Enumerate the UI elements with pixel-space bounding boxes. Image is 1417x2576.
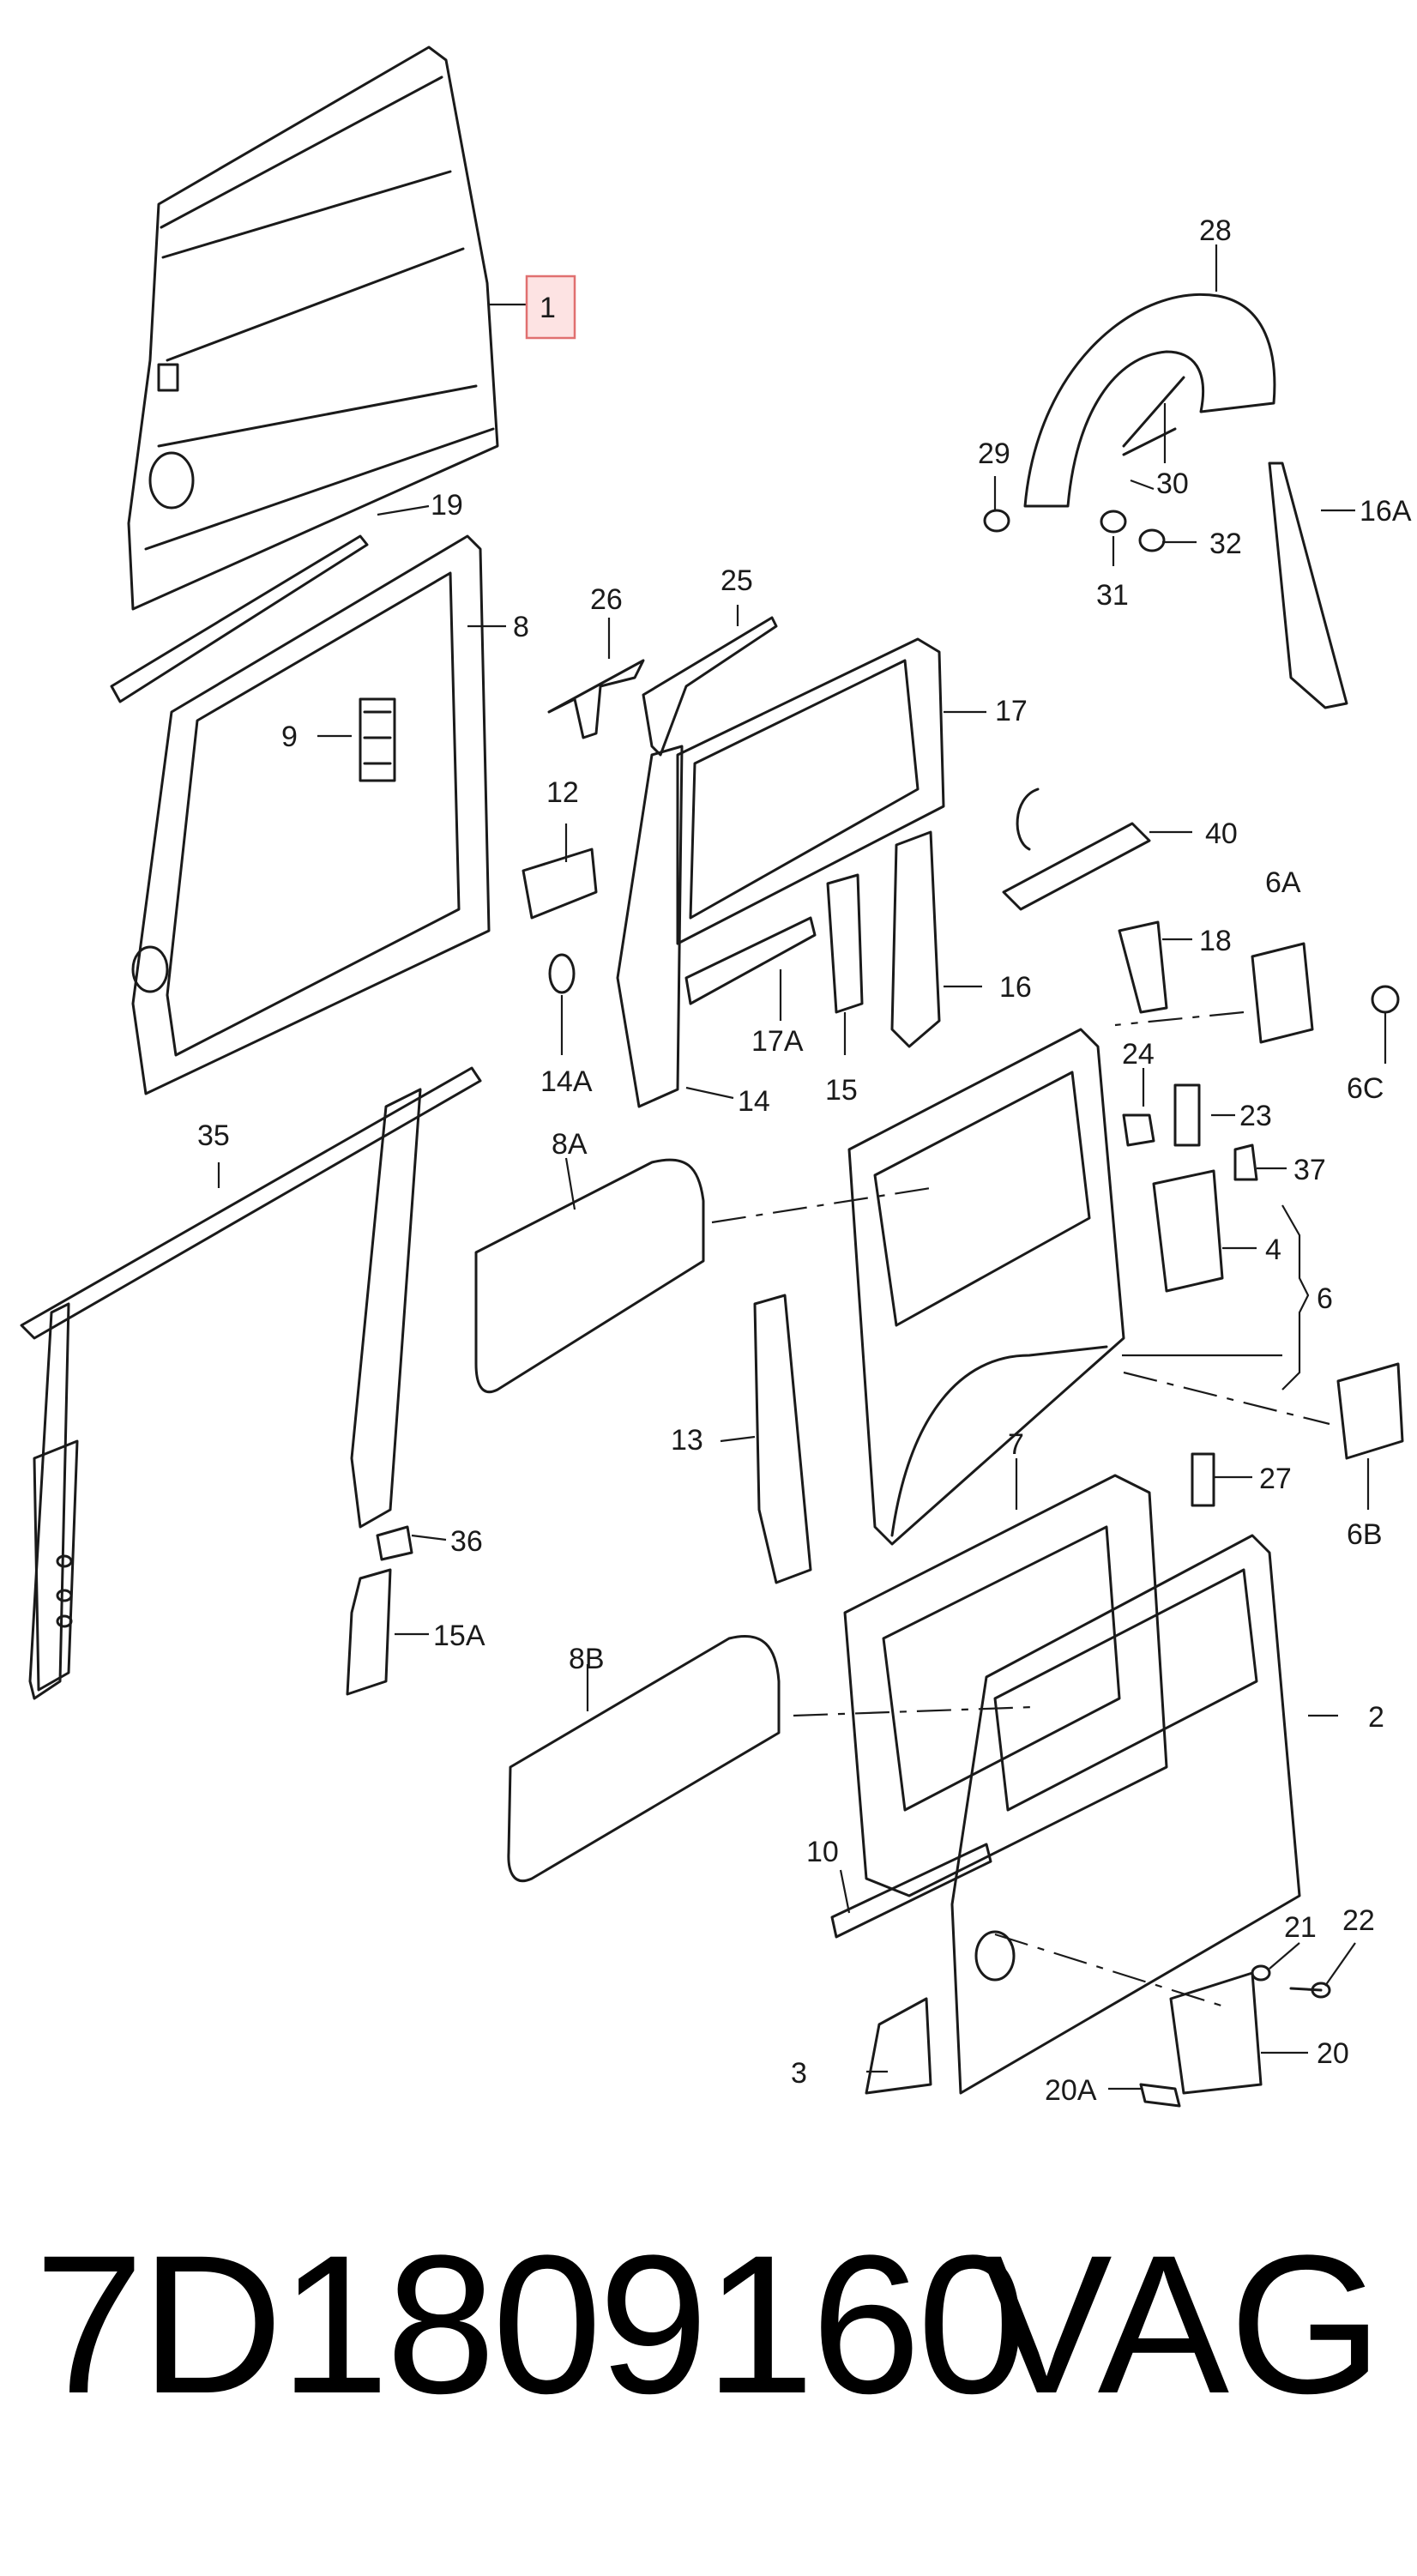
part-16A-strip <box>1268 462 1348 709</box>
part-1-door-panel <box>127 45 499 611</box>
callout-36: 36 <box>450 1525 483 1558</box>
callout-2: 2 <box>1368 1701 1384 1734</box>
part-37-clip <box>1233 1143 1258 1181</box>
callout-14: 14 <box>738 1085 770 1118</box>
callout-26: 26 <box>590 583 623 616</box>
callout-30: 30 <box>1156 468 1189 500</box>
part-23-clip <box>1173 1083 1201 1147</box>
part-25-bracket <box>642 616 778 757</box>
callout-labels: 1 2 3 4 6 6A 6B 6C 7 8 8A 8B 9 10 12 13 … <box>197 214 1412 2107</box>
part-32-bolt <box>1138 528 1166 552</box>
part-31-fastener <box>1100 510 1127 534</box>
callout-15A: 15A <box>433 1620 485 1652</box>
part-20A-clip <box>1139 2083 1181 2108</box>
callout-16: 16 <box>999 971 1032 1004</box>
callout-14A: 14A <box>540 1065 593 1098</box>
callout-27: 27 <box>1259 1463 1292 1495</box>
part-40-bracket <box>1002 787 1151 911</box>
callout-29: 29 <box>978 437 1010 470</box>
callout-13: 13 <box>671 1424 703 1457</box>
part-6-side-panel <box>847 1028 1125 1546</box>
part-6C-fastener <box>1371 985 1400 1014</box>
callout-17A: 17A <box>751 1025 804 1058</box>
part-30-stud <box>1122 376 1185 456</box>
callout-3: 3 <box>791 2057 807 2090</box>
callout-23: 23 <box>1239 1100 1272 1132</box>
callout-40: 40 <box>1205 817 1238 850</box>
callout-17: 17 <box>995 695 1028 727</box>
callout-10: 10 <box>806 1836 839 1868</box>
part-19-trim-strip <box>110 534 369 703</box>
part-8A-glass <box>474 1158 705 1393</box>
callout-15: 15 <box>825 1074 858 1107</box>
part-7-panel <box>843 1474 1168 1897</box>
callout-24: 24 <box>1122 1038 1155 1071</box>
callout-31: 31 <box>1096 579 1129 612</box>
part-number: 7D1809160 <box>34 2214 1027 2434</box>
part-13-pillar <box>753 1294 812 1584</box>
brand-name: VAG <box>980 2214 1383 2434</box>
callout-6B: 6B <box>1347 1518 1383 1551</box>
callout-6C: 6C <box>1347 1072 1384 1105</box>
callout-12: 12 <box>546 776 579 809</box>
part-8B-glass <box>507 1634 781 1883</box>
callout-37: 37 <box>1293 1154 1326 1186</box>
callout-25: 25 <box>721 564 753 597</box>
callout-18: 18 <box>1199 925 1232 957</box>
callout-4: 4 <box>1265 1234 1281 1266</box>
part-9-bracket <box>359 697 396 782</box>
part-26-bracket <box>547 659 645 739</box>
callout-16A: 16A <box>1360 495 1412 528</box>
part-36-clip <box>376 1525 413 1561</box>
callout-28: 28 <box>1199 214 1232 247</box>
callout-32: 32 <box>1209 528 1242 560</box>
callout-20: 20 <box>1317 2037 1349 2070</box>
part-6B-cap <box>1336 1362 1404 1460</box>
part-15-bracket <box>826 873 864 1014</box>
part-4-bracket <box>1152 1169 1224 1293</box>
part-27-bracket <box>1191 1452 1215 1507</box>
callout-1: 1 <box>540 292 556 324</box>
part-2-door <box>950 1534 1301 2095</box>
part-17-window-frame <box>676 637 945 945</box>
highlight-box <box>525 274 576 340</box>
part-22-screw <box>1289 1982 1331 1999</box>
part-10-trim <box>830 1843 992 1939</box>
part-3-bracket <box>865 1997 932 2095</box>
part-20-cover <box>1169 1971 1263 2095</box>
part-15A-bracket <box>346 1568 392 1696</box>
callout-8: 8 <box>513 611 529 643</box>
callout-21: 21 <box>1284 1911 1317 1944</box>
part-35-rail-assembly <box>20 1066 482 1700</box>
callout-6A: 6A <box>1265 866 1301 899</box>
part-24-clip <box>1122 1113 1155 1147</box>
callout-8A: 8A <box>552 1128 588 1161</box>
callout-7: 7 <box>1008 1428 1024 1461</box>
part-17A-reinforcement <box>684 916 817 1005</box>
part-8-door-frame <box>131 534 491 1095</box>
part-28-wheel-arch <box>1023 293 1276 508</box>
part-21-washer <box>1251 1964 1271 1982</box>
callout-35: 35 <box>197 1119 230 1152</box>
part-14-pillar <box>616 745 684 1108</box>
part-6A-cap <box>1251 942 1314 1044</box>
footer: 7D1809160 VAG <box>0 2196 1417 2453</box>
callout-9: 9 <box>281 721 298 753</box>
part-12-bracket <box>522 848 598 920</box>
parts-diagram: 1 2 3 4 6 6A 6B 6C 7 8 8A 8B 9 10 12 13 … <box>20 45 1412 2108</box>
part-18-bracket <box>1118 920 1168 1014</box>
callout-8B: 8B <box>569 1643 605 1675</box>
leader-lines <box>217 244 1387 2090</box>
callout-22: 22 <box>1342 1904 1375 1937</box>
part-14A-clip <box>548 953 576 994</box>
callout-6: 6 <box>1317 1282 1333 1315</box>
callout-19: 19 <box>431 489 463 522</box>
part-29-nut <box>983 509 1010 533</box>
callout-20A: 20A <box>1045 2074 1097 2107</box>
part-16-pillar <box>890 830 941 1048</box>
